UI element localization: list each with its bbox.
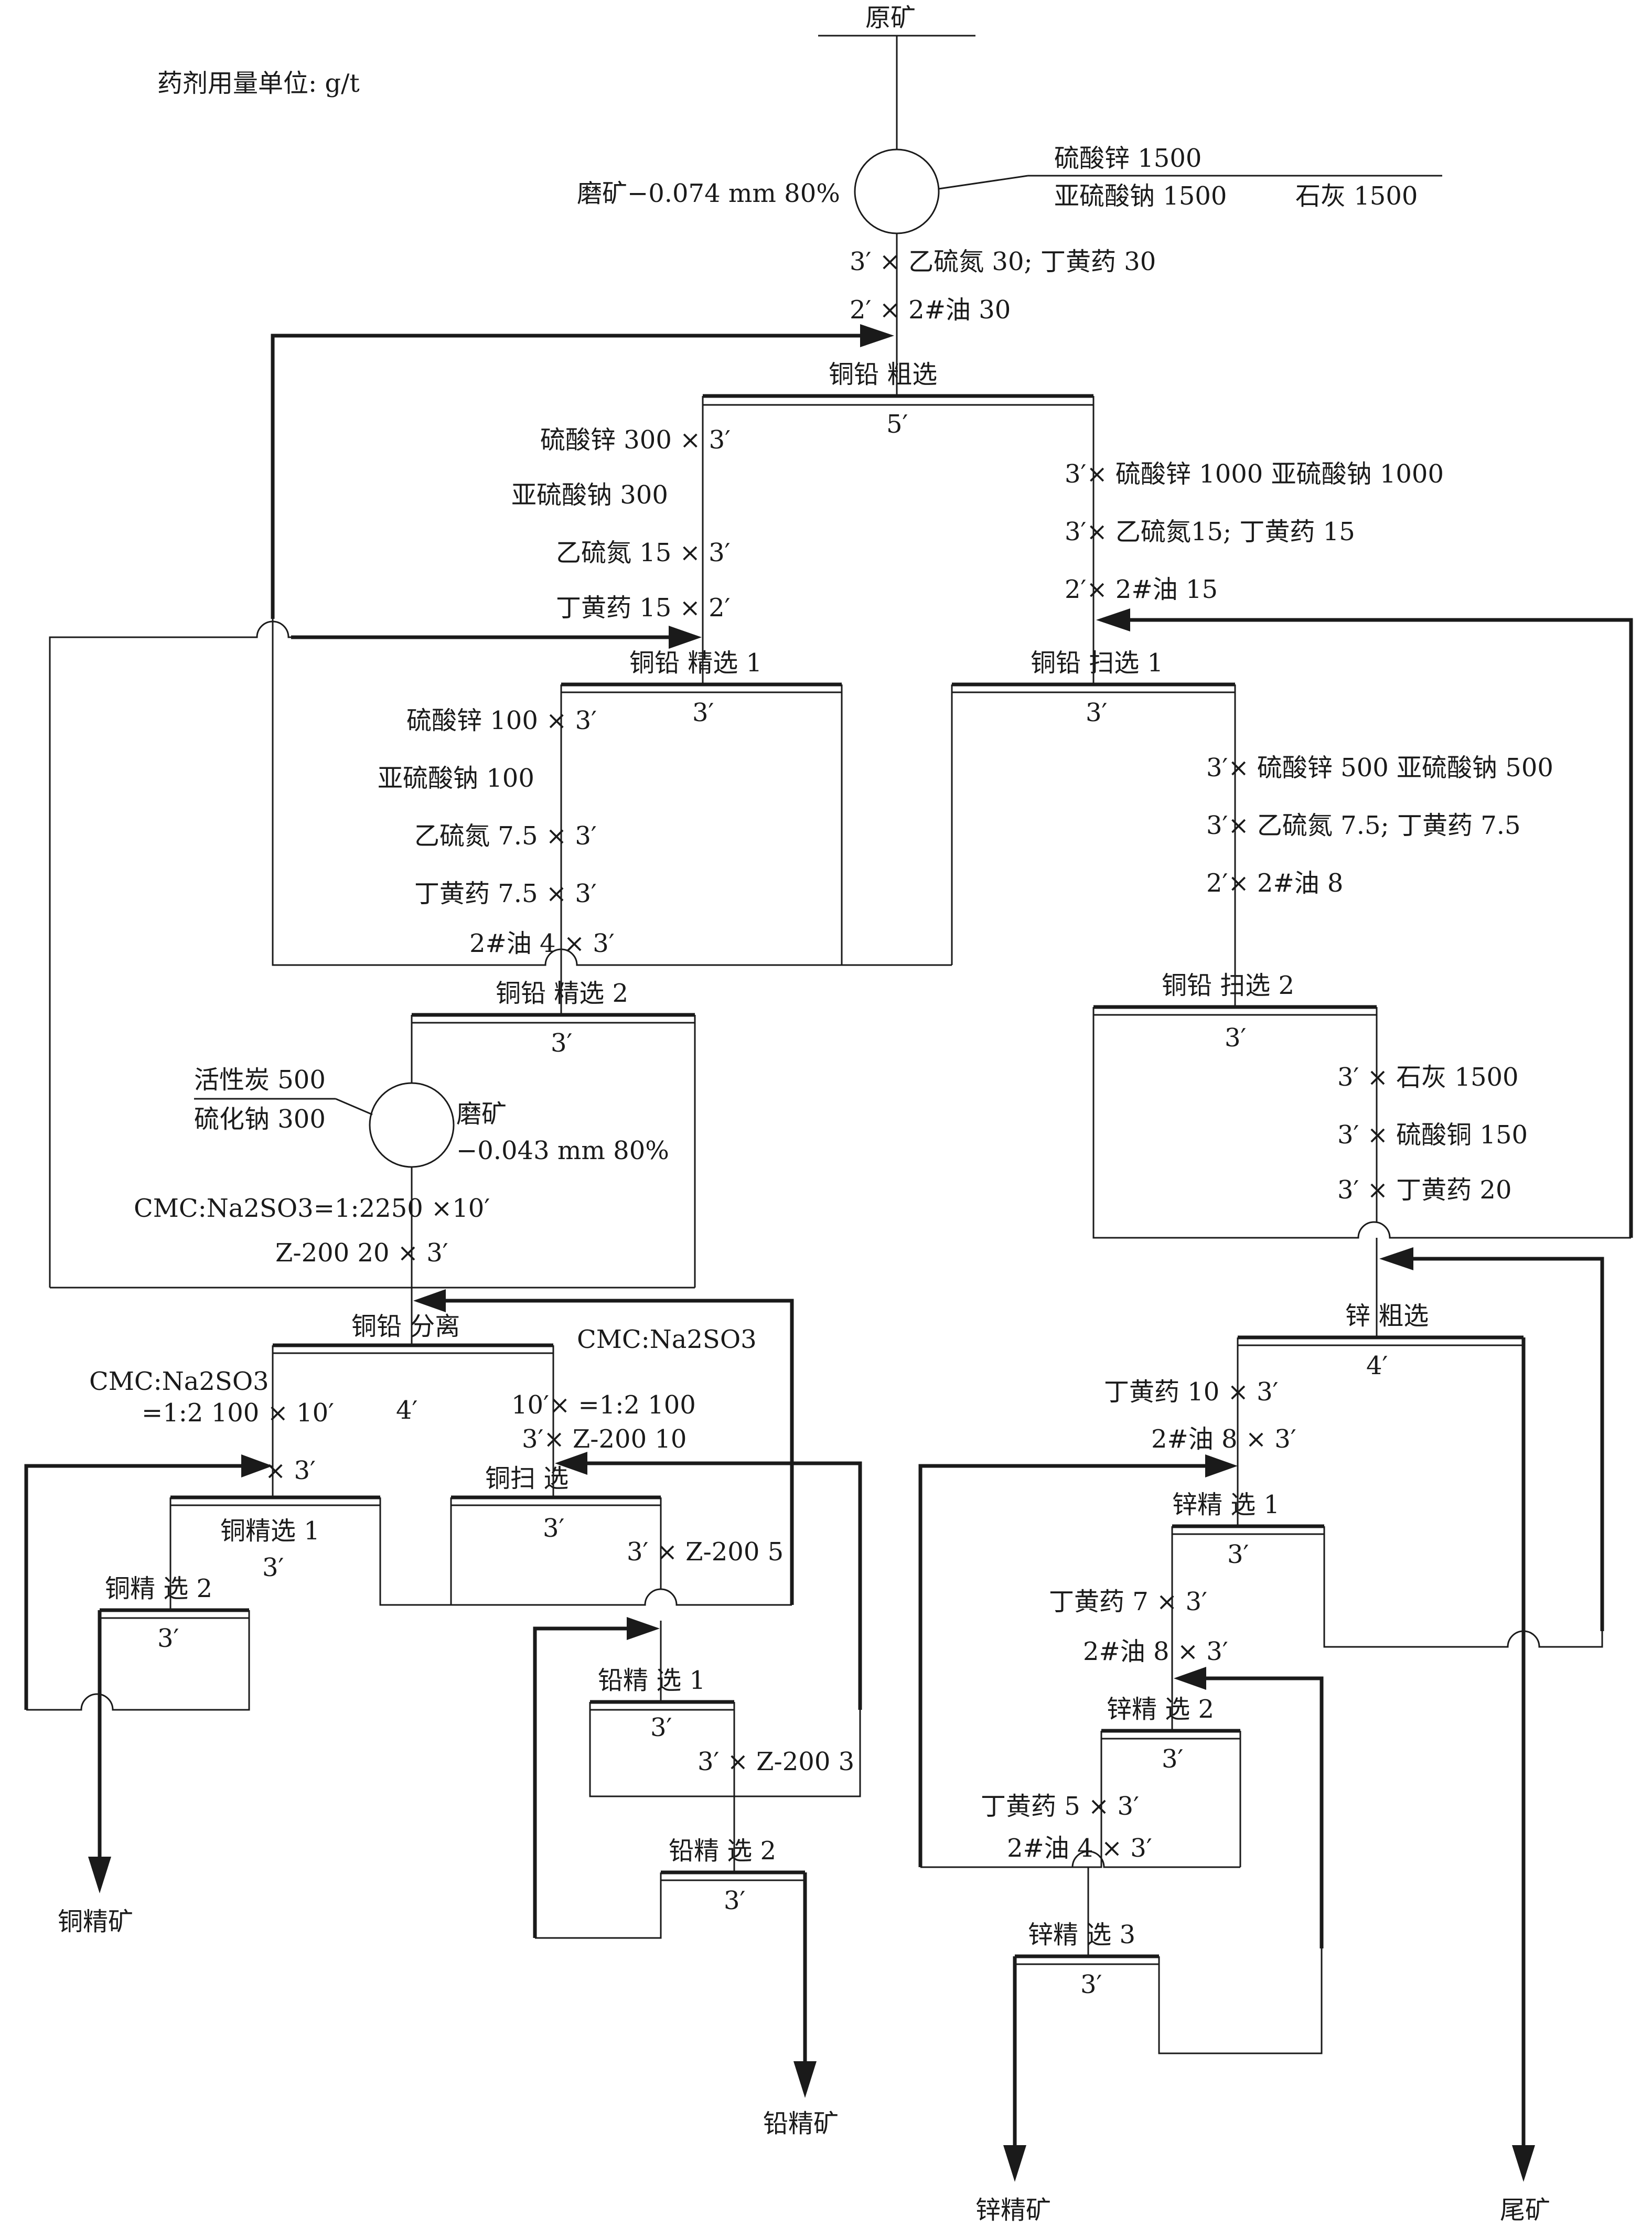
clean2-reagent5: 2#油 4 × 3′ xyxy=(469,929,615,958)
cu-reagent2: × 3′ xyxy=(265,1456,316,1485)
grinding-mill-2 xyxy=(369,1082,455,1168)
clean1-reagent2: 亚硫酸钠 300 xyxy=(511,480,668,510)
zn-clean1-name: 锌精 选 1 xyxy=(1172,1490,1280,1519)
zn-clean2-reagent2: 2#油 8 × 3′ xyxy=(1083,1637,1228,1666)
cu-clean2-name: 铜精 选 2 xyxy=(105,1574,212,1603)
raw-ore-label: 原矿 xyxy=(865,3,916,33)
arrow-head xyxy=(860,324,894,347)
zn-clean2-name: 锌精 选 2 xyxy=(1107,1695,1214,1724)
scav2-reagent1: 3′× 硫酸锌 500 亚硫酸钠 500 xyxy=(1206,753,1553,783)
clean2-reagent4: 丁黄药 7.5 × 3′ xyxy=(414,879,597,908)
recycle-scav2-to-scav1 xyxy=(1122,618,1633,1238)
cuPb-clean2-name: 铜铅 精选 2 xyxy=(496,979,628,1008)
zn-clean1-reagent2: 2#油 8 × 3′ xyxy=(1151,1424,1296,1454)
zn-clean1-time: 3′ xyxy=(1227,1540,1249,1569)
cuPb-clean2-time: 3′ xyxy=(551,1029,572,1058)
scav2-reagent2: 3′× 乙硫氮 7.5; 丁黄药 7.5 xyxy=(1206,811,1521,840)
clean2-reagent3: 乙硫氮 7.5 × 3′ xyxy=(414,821,597,851)
recycle-sep-to-clean1 xyxy=(49,620,679,1288)
grind1-reagent2: 亚硫酸钠 1500 xyxy=(1054,181,1227,211)
zn-reagent1: 3′ × 石灰 1500 xyxy=(1337,1063,1519,1092)
rough-reagent-2: 2′ × 2#油 30 xyxy=(850,295,1011,325)
recycle-to-zn-clean1 xyxy=(918,1464,1217,1867)
rough-reagent-1: 3′ × 乙硫氮 30; 丁黄药 30 xyxy=(850,247,1156,276)
zn-rough-name: 锌 粗选 xyxy=(1345,1301,1429,1331)
zn-reagent2: 3′ × 硫酸铜 150 xyxy=(1337,1120,1528,1150)
zn-clean2-time: 3′ xyxy=(1162,1744,1183,1774)
zn-clean3-name: 锌精 选 3 xyxy=(1028,1920,1135,1950)
cu-clean1-name: 铜精选 1 xyxy=(220,1516,320,1546)
zn-clean3-reagent1: 丁黄药 5 × 3′ xyxy=(981,1792,1139,1821)
sep-reagent1: CMC:Na2SO3=1:2250 ×10′ xyxy=(134,1194,490,1223)
scav2-reagent3: 2′× 2#油 8 xyxy=(1206,869,1343,898)
grind1-reagent3: 石灰 1500 xyxy=(1295,181,1418,211)
cu-reagent1a: CMC:Na2SO3 xyxy=(89,1367,269,1396)
sep-reagent2: Z-200 20 × 3′ xyxy=(275,1238,448,1268)
zn-clean1-reagent1: 丁黄药 10 × 3′ xyxy=(1104,1377,1279,1407)
cuPb-scav2-time: 3′ xyxy=(1225,1023,1246,1053)
recycle-to-zn-rough xyxy=(1403,1257,1604,1631)
zn-clean2-reagent1: 丁黄药 7 × 3′ xyxy=(1049,1587,1207,1616)
zn-rough-time: 4′ xyxy=(1366,1351,1388,1380)
product-cu: 铜精矿 xyxy=(58,1907,133,1936)
pb-clean1-time: 3′ xyxy=(650,1713,672,1742)
pb-reagent4: 3′ × Z-200 3 xyxy=(698,1747,854,1776)
recycle-to-separation xyxy=(435,1299,794,1605)
grind2-reagent1: 活性炭 500 xyxy=(194,1065,326,1095)
zn-clean3-time: 3′ xyxy=(1080,1970,1102,1999)
cuPb-sep-name: 铜铅 分离 xyxy=(351,1312,460,1341)
cu-clean1-time: 3′ xyxy=(262,1553,284,1582)
unit-note: 药剂用量单位: g/t xyxy=(157,69,360,98)
recycle-to-zn-clean2 xyxy=(1196,1676,1324,1948)
grind1-label: 磨矿−0.074 mm 80% xyxy=(577,179,840,208)
clean2-reagent1: 硫酸锌 100 × 3′ xyxy=(406,706,597,735)
cuPb-rough-time: 5′ xyxy=(886,410,908,439)
pb-clean2-name: 铅精 选 2 xyxy=(669,1836,776,1866)
reagent-feed-line xyxy=(938,175,1028,190)
scav1-reagent2: 3′× 乙硫氮15; 丁黄药 15 xyxy=(1065,517,1355,547)
recycle-clean1-to-rough xyxy=(271,334,873,619)
clean1-tail-return xyxy=(272,619,952,966)
clean2-reagent2: 亚硫酸钠 100 xyxy=(378,764,534,793)
cuPb-sep-time: 4′ xyxy=(396,1396,417,1425)
pb-reagent3: 3′ × Z-200 5 xyxy=(627,1537,784,1567)
pb-reagent2: 3′× Z-200 10 xyxy=(522,1424,686,1454)
pb-reagent1b: 10′× =1:2 100 xyxy=(511,1390,696,1420)
cu-scav-time: 3′ xyxy=(543,1514,564,1543)
grind2-label2: −0.043 mm 80% xyxy=(456,1136,669,1165)
cu-scav-name: 铜扫 选 xyxy=(485,1464,568,1493)
scav1-reagent1: 3′× 硫酸锌 1000 亚硫酸钠 1000 xyxy=(1065,459,1444,489)
cuPb-scav1-time: 3′ xyxy=(1086,698,1107,727)
cuPb-clean1-time: 3′ xyxy=(692,698,714,727)
grind2-reagent2: 硫化钠 300 xyxy=(194,1105,326,1134)
grind1-reagent1: 硫酸锌 1500 xyxy=(1054,144,1202,173)
pb-clean1-name: 铅精 选 1 xyxy=(598,1666,705,1695)
product-zn: 锌精矿 xyxy=(975,2195,1051,2225)
recycle-to-cu-scav xyxy=(577,1461,862,1710)
cuPb-clean1-name: 铜铅 精选 1 xyxy=(629,648,762,678)
recycle-to-pb-clean1 xyxy=(533,1626,637,1938)
grinding-mill-1 xyxy=(854,148,940,234)
zn-clean3-reagent2: 2#油 4 × 3′ xyxy=(1007,1834,1152,1863)
recycle-to-cu-clean1 xyxy=(24,1464,252,1710)
scav1-reagent3: 2′× 2#油 15 xyxy=(1065,575,1218,604)
clean1-reagent3: 乙硫氮 15 × 3′ xyxy=(556,538,731,567)
clean1-reagent1: 硫酸锌 300 × 3′ xyxy=(540,425,731,455)
grind2-label1: 磨矿 xyxy=(456,1099,507,1129)
pb-reagent1a: CMC:Na2SO3 xyxy=(577,1325,757,1354)
cu-clean2-time: 3′ xyxy=(157,1624,179,1653)
pb-clean2-time: 3′ xyxy=(724,1886,745,1915)
cuPb-scav2-name: 铜铅 扫选 2 xyxy=(1162,971,1294,1000)
clean1-reagent4: 丁黄药 15 × 2′ xyxy=(556,593,731,623)
cuPb-rough-name: 铜铅 粗选 xyxy=(829,360,937,389)
product-pb: 铅精矿 xyxy=(763,2109,839,2138)
cu-reagent1b: =1:2 100 × 10′ xyxy=(142,1398,334,1428)
cuPb-scav1-name: 铜铅 扫选 1 xyxy=(1031,648,1163,678)
product-tailings: 尾矿 xyxy=(1500,2195,1550,2225)
zn-reagent3: 3′ × 丁黄药 20 xyxy=(1337,1175,1512,1205)
